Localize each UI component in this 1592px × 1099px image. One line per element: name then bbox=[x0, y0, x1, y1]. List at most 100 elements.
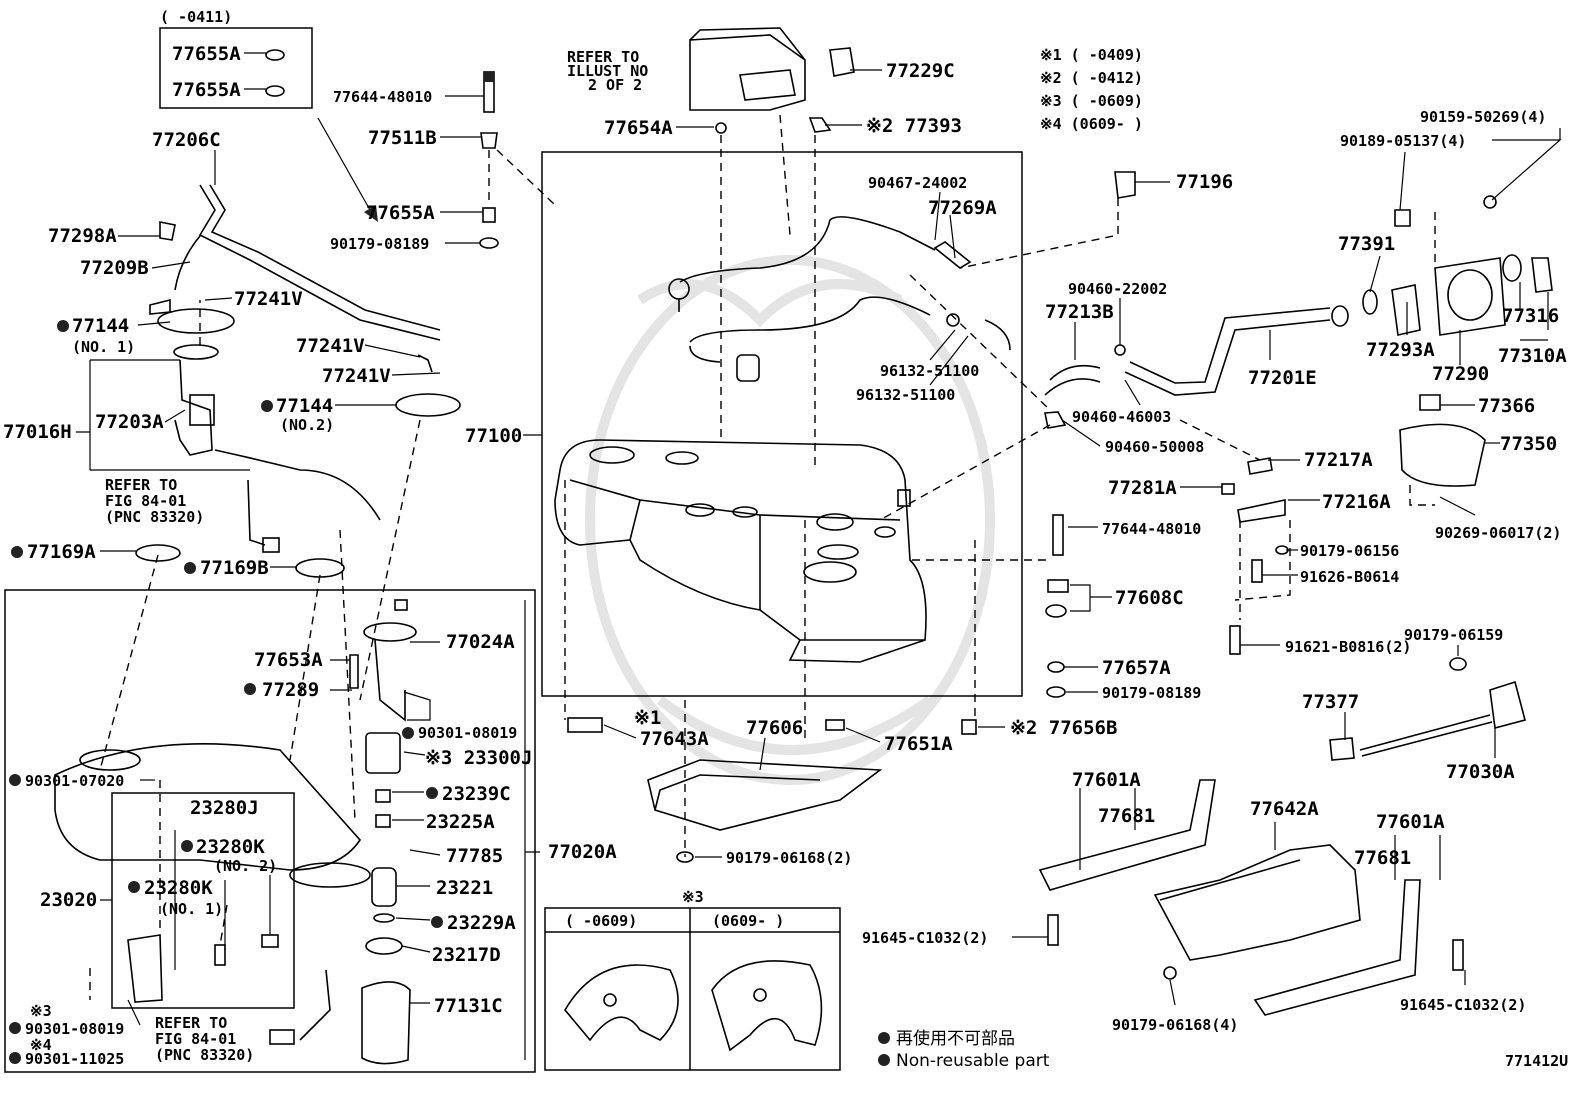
part-23217D: 23217D bbox=[432, 944, 501, 966]
footnote-4: ※4 (0609- ) bbox=[1040, 115, 1143, 133]
part-77217A: 77217A bbox=[1304, 449, 1373, 471]
part-77681-1: 77681 bbox=[1098, 805, 1155, 827]
misc-right-parts bbox=[1044, 411, 1289, 698]
part-90269: 90269-06017(2) bbox=[1435, 524, 1561, 542]
part-23280K-1: 23280K bbox=[144, 877, 213, 899]
part-23300J: ※3 23300J bbox=[425, 747, 532, 769]
part-77298A: 77298A bbox=[48, 225, 117, 247]
part-77196: 77196 bbox=[1176, 171, 1233, 193]
part-77608C: 77608C bbox=[1115, 587, 1184, 609]
part-77601A-1: 77601A bbox=[1072, 769, 1141, 791]
sender-frame bbox=[4, 589, 536, 1073]
footnote-2: ※2 ( -0412) bbox=[1040, 69, 1143, 87]
part-91645-2: 91645-C1032(2) bbox=[1400, 996, 1526, 1014]
part-77606: 77606 bbox=[746, 717, 803, 739]
part-77206C: 77206C bbox=[152, 129, 221, 151]
tank-protector-77606 bbox=[647, 759, 883, 863]
sender-77030A bbox=[1329, 657, 1526, 761]
part-90159: 90159-50269(4) bbox=[1420, 108, 1546, 126]
part-90301-11025-mark: ※4 bbox=[30, 1036, 52, 1054]
part-23221: 23221 bbox=[436, 877, 493, 899]
part-77169A: 77169A bbox=[27, 541, 96, 563]
part-91621: 91621-B0816(2) bbox=[1285, 638, 1411, 656]
part-77201E: 77201E bbox=[1248, 367, 1317, 389]
part-77642A: 77642A bbox=[1250, 798, 1319, 820]
part-77016H: 77016H bbox=[3, 421, 72, 443]
part-77213B: 77213B bbox=[1045, 301, 1114, 323]
part-77144-1: 77144 bbox=[72, 315, 129, 337]
heat-insulator-77642A bbox=[1153, 844, 1361, 980]
part-77241V-2: 77241V bbox=[296, 335, 365, 357]
part-77644-2: 77644-48010 bbox=[1102, 520, 1201, 538]
part-90301-11025: 90301-11025 bbox=[25, 1050, 124, 1068]
part-77654A: 77654A bbox=[604, 117, 673, 139]
part-96132-2: 96132-51100 bbox=[856, 386, 955, 404]
part-23020: 23020 bbox=[40, 889, 97, 911]
legend-en: Non-reusable part bbox=[896, 1051, 1050, 1071]
refer-illust-3: 2 OF 2 bbox=[588, 76, 642, 94]
refer-illust-1: REFER TO bbox=[567, 48, 639, 66]
part-77653A: 77653A bbox=[254, 649, 323, 671]
part-77350: 77350 bbox=[1500, 433, 1557, 455]
part-90179-06159: 90179-06159 bbox=[1404, 626, 1503, 644]
part-23280J: 23280J bbox=[190, 797, 259, 819]
part-77293A: 77293A bbox=[1366, 339, 1435, 361]
refer-fig-a-3: (PNC 83320) bbox=[105, 508, 204, 526]
footnote-1: ※1 ( -0409) bbox=[1040, 46, 1143, 64]
part-77651A: 77651A bbox=[884, 733, 953, 755]
refer-fig-a-2: FIG 84-01 bbox=[105, 492, 186, 510]
part-77144-2-sub: (NO.2) bbox=[280, 416, 334, 434]
tank-frame bbox=[541, 151, 1023, 697]
part-77393: ※2 77393 bbox=[866, 115, 962, 137]
part-77785: 77785 bbox=[446, 845, 503, 867]
inset-right-header: (0609- ) bbox=[712, 912, 784, 930]
part-77657A: 77657A bbox=[1102, 657, 1171, 679]
part-77030A: 77030A bbox=[1446, 761, 1515, 783]
part-77316: 77316 bbox=[1502, 305, 1559, 327]
part-91645-1: 91645-C1032(2) bbox=[862, 929, 988, 947]
part-77643A-mark: ※1 bbox=[634, 707, 661, 729]
part-96132-1: 96132-51100 bbox=[880, 362, 979, 380]
vent-hoses bbox=[668, 216, 1011, 382]
part-77209B: 77209B bbox=[80, 257, 149, 279]
non-reusable-bullets bbox=[9, 320, 890, 1066]
part-90179-08189-2: 90179-08189 bbox=[1102, 684, 1201, 702]
part-90301-08019-2: 90301-08019 bbox=[25, 1020, 124, 1038]
part-77131C: 77131C bbox=[434, 995, 503, 1017]
legend-jp: 再使用不可部品 bbox=[896, 1028, 1015, 1049]
part-23225A: 23225A bbox=[426, 811, 495, 833]
part-77310A: 77310A bbox=[1498, 345, 1567, 367]
part-77656B: ※2 77656B bbox=[1010, 717, 1117, 739]
misc-small bbox=[567, 489, 977, 735]
part-77655A-2: 77655A bbox=[172, 79, 241, 101]
hoses-77209B bbox=[149, 184, 441, 341]
part-90179-06168-2: 90179-06168(2) bbox=[726, 849, 852, 867]
part-90460-22002: 90460-22002 bbox=[1068, 280, 1167, 298]
part-90179-06156: 90179-06156 bbox=[1300, 542, 1399, 560]
canister bbox=[689, 27, 806, 111]
part-23280K-2: 23280K bbox=[196, 836, 265, 858]
guide-lines bbox=[89, 114, 1436, 1000]
part-77281A: 77281A bbox=[1108, 477, 1177, 499]
part-77655A-1: 77655A bbox=[172, 43, 241, 65]
part-77289: 77289 bbox=[262, 679, 319, 701]
range-0411-box bbox=[159, 27, 313, 109]
labels: ( -0411) 77655A 77655A REFER TO ILLUST N… bbox=[3, 8, 1568, 1071]
refer-illust-2: ILLUST NO bbox=[567, 62, 648, 80]
fuel-tank-77100 bbox=[554, 439, 927, 663]
lock-ring-no2 bbox=[395, 354, 461, 417]
part-90179-08189-1: 90179-08189 bbox=[330, 235, 429, 253]
part-77643A: 77643A bbox=[640, 728, 709, 750]
part-77377: 77377 bbox=[1302, 691, 1359, 713]
part-77020A: 77020A bbox=[548, 841, 617, 863]
part-77644-1: 77644-48010 bbox=[333, 88, 432, 106]
gauge-parts bbox=[127, 934, 279, 1003]
tank-shell-23020 bbox=[54, 743, 371, 888]
part-90179-06168-4: 90179-06168(4) bbox=[1112, 1016, 1238, 1034]
part-90467: 90467-24002 bbox=[868, 174, 967, 192]
refer-fig-a-1: REFER TO bbox=[105, 476, 177, 494]
part-90460-46003: 90460-46003 bbox=[1072, 408, 1171, 426]
part-77290: 77290 bbox=[1432, 363, 1489, 385]
part-77144-2: 77144 bbox=[276, 395, 333, 417]
